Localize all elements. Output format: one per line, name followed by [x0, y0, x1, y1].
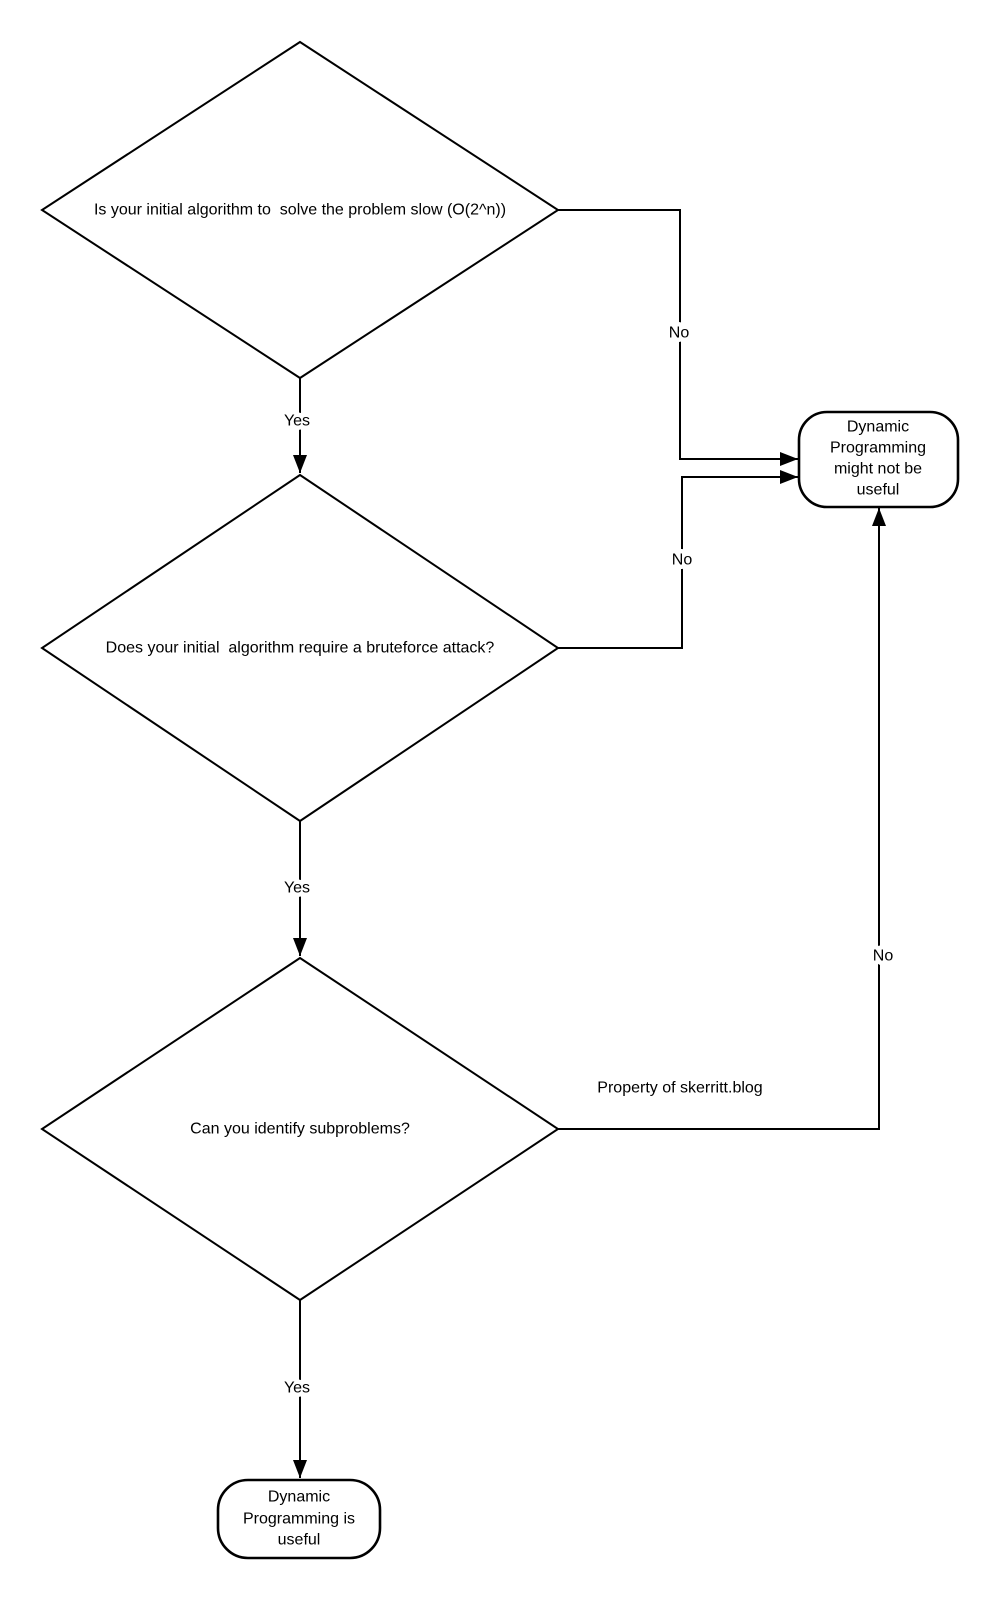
- edge-label-yes-2: Yes: [284, 880, 310, 897]
- edge-label-no-3: No: [873, 948, 894, 965]
- edge-decision3-no: [557, 508, 886, 1130]
- terminal-label-useful-line3: useful: [278, 1532, 321, 1549]
- edge-decision2-no: [558, 470, 798, 649]
- terminal-label-not-useful-line2: Programming: [830, 440, 926, 457]
- terminal-label-useful-line2: Programming is: [243, 1511, 355, 1528]
- edge-label-no-2: No: [672, 552, 693, 569]
- decision-diamond-subproblems: [40, 956, 560, 1302]
- terminal-label-not-useful-line1: Dynamic: [847, 419, 909, 436]
- terminal-label-not-useful-line4: useful: [857, 482, 900, 499]
- terminal-label-useful-line1: Dynamic: [268, 1489, 330, 1506]
- edge-label-yes-3: Yes: [284, 1380, 310, 1397]
- decision-diamond-slow-algorithm: [40, 40, 560, 380]
- edge-label-no-1: No: [669, 325, 690, 342]
- terminal-box-useful: [216, 1478, 382, 1560]
- edge-decision1-no: [558, 209, 798, 466]
- decision-label-bruteforce: Does your initial algorithm require a br…: [106, 640, 495, 657]
- edge-label-yes-1: Yes: [284, 413, 310, 430]
- terminal-box-not-useful: [797, 410, 960, 509]
- decision-label-slow-algorithm: Is your initial algorithm to solve the p…: [94, 202, 506, 219]
- watermark-text: Property of skerritt.blog: [597, 1080, 762, 1097]
- decision-label-subproblems: Can you identify subproblems?: [190, 1121, 410, 1138]
- terminal-label-not-useful-line3: might not be: [834, 461, 922, 478]
- decision-diamond-bruteforce: [40, 473, 560, 823]
